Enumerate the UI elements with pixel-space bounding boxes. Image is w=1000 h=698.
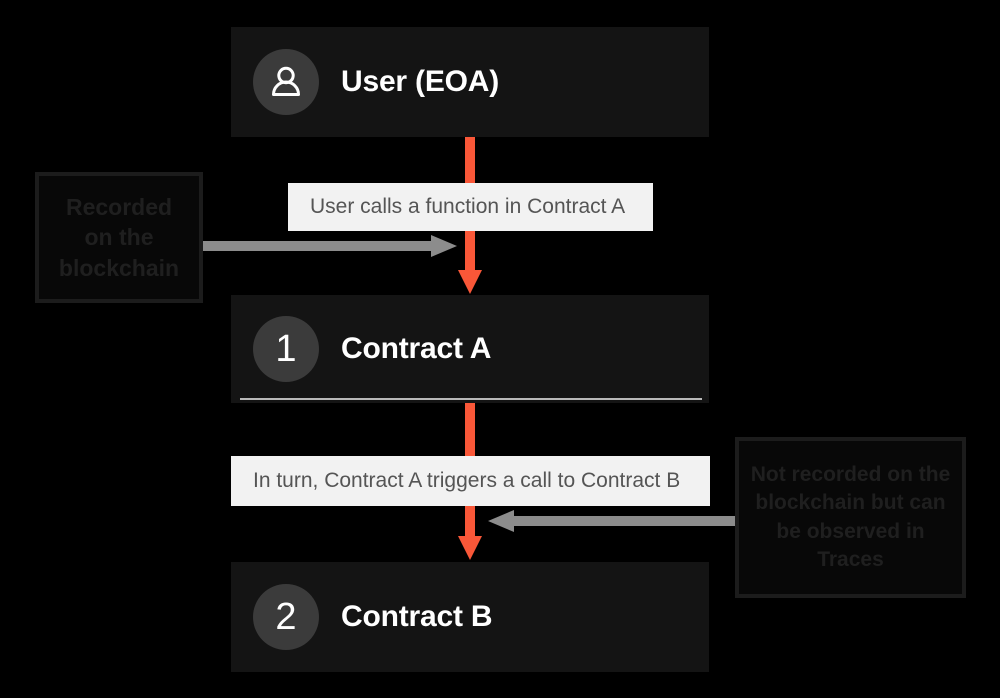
node-label-contract-b: Contract B bbox=[341, 600, 493, 633]
person-avatar bbox=[253, 49, 319, 115]
node-user-eoa[interactable]: User (EOA) bbox=[231, 27, 709, 137]
caption-user-calls-function: User calls a function in Contract A bbox=[288, 183, 653, 231]
step-number-badge-2: 2 bbox=[253, 584, 319, 650]
caption-contract-a-triggers-b: In turn, Contract A triggers a call to C… bbox=[231, 456, 710, 506]
node-label-user-eoa: User (EOA) bbox=[341, 65, 500, 98]
step-number-1: 1 bbox=[275, 328, 297, 370]
annotation-not-recorded-on-blockchain: Not recorded on the blockchain but can b… bbox=[735, 437, 966, 598]
node-label-contract-a: Contract A bbox=[341, 332, 492, 365]
node-contract-a[interactable]: 1 Contract A bbox=[231, 295, 709, 403]
person-icon bbox=[266, 62, 306, 102]
step-number-badge-1: 1 bbox=[253, 316, 319, 382]
connector-arrow-left bbox=[203, 234, 459, 258]
annotation-recorded-on-blockchain: Recorded on the blockchain bbox=[35, 172, 203, 303]
contract-a-divider bbox=[240, 398, 702, 400]
step-number-2: 2 bbox=[275, 596, 297, 638]
node-contract-b[interactable]: 2 Contract B bbox=[231, 562, 709, 672]
connector-arrow-right bbox=[488, 509, 738, 533]
